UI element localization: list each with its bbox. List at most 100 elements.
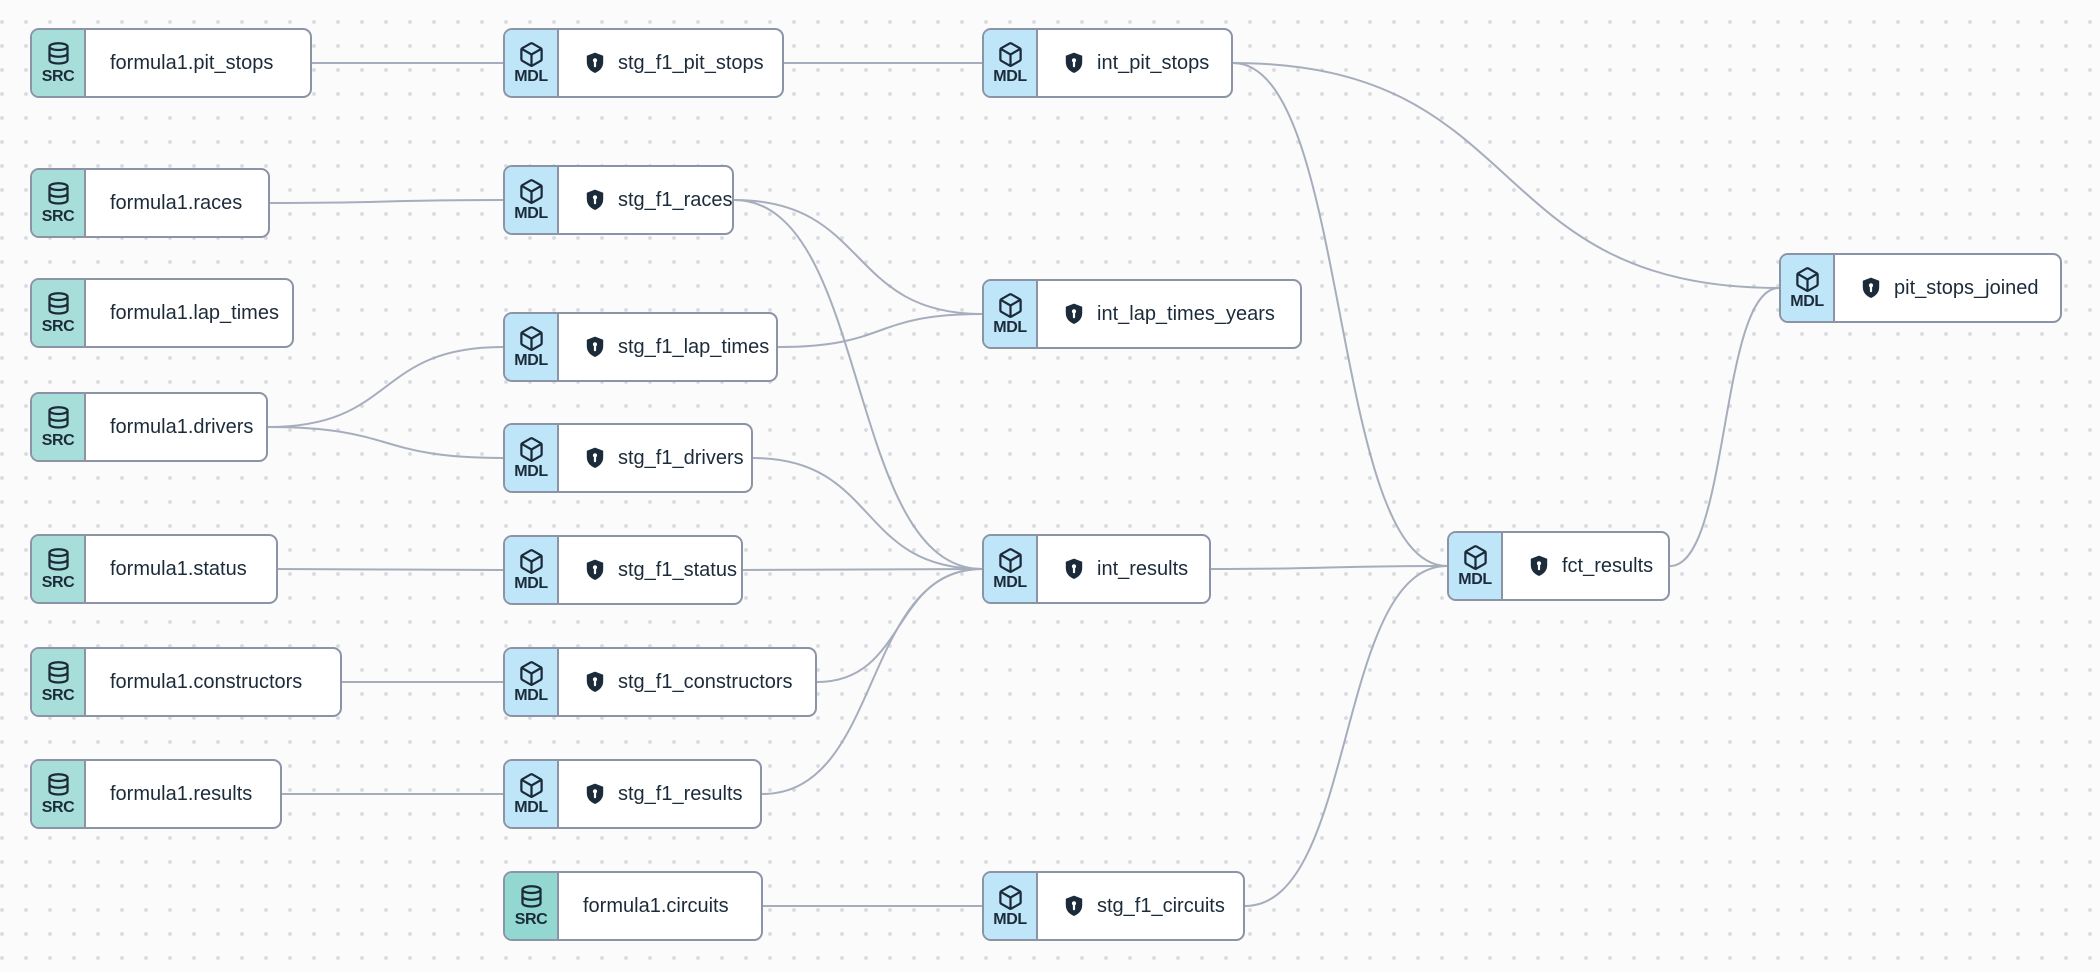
edge-src_drivers-stg_lap_times bbox=[267, 346, 504, 428]
source-type-panel: SRC bbox=[32, 170, 86, 236]
node-label: stg_f1_races bbox=[618, 188, 733, 211]
node-label: stg_f1_drivers bbox=[618, 446, 744, 469]
node-label: formula1.pit_stops bbox=[110, 51, 274, 74]
node-label: formula1.drivers bbox=[110, 415, 254, 438]
node-body: stg_f1_drivers bbox=[559, 425, 751, 491]
node-body: formula1.results bbox=[86, 761, 280, 827]
model-type-panel: MDL bbox=[505, 425, 559, 491]
node-label: fct_results bbox=[1562, 554, 1654, 577]
edge-stg_races-int_lap_times_years bbox=[733, 199, 983, 315]
node-type-badge: SRC bbox=[514, 911, 548, 928]
node-type-badge: MDL bbox=[514, 799, 548, 816]
edge-src_races-stg_races bbox=[269, 199, 504, 204]
node-type-badge: MDL bbox=[514, 575, 548, 592]
node-label: formula1.constructors bbox=[110, 670, 303, 693]
node-type-badge: MDL bbox=[514, 687, 548, 704]
edge-int_pit_stops-fct_results bbox=[1232, 62, 1448, 567]
cube-icon bbox=[997, 547, 1024, 574]
node-int_lap_times_years[interactable]: MDL int_lap_times_years bbox=[982, 279, 1302, 349]
node-body: int_pit_stops bbox=[1038, 30, 1231, 96]
node-src_races[interactable]: SRC formula1.races bbox=[30, 168, 270, 238]
node-src_results[interactable]: SRC formula1.results bbox=[30, 759, 282, 829]
node-int_results[interactable]: MDL int_results bbox=[982, 534, 1211, 604]
node-body: fct_results bbox=[1503, 533, 1668, 599]
database-icon bbox=[45, 660, 72, 687]
database-icon bbox=[45, 181, 72, 208]
node-stg_status[interactable]: MDL stg_f1_status bbox=[503, 535, 743, 605]
edge-int_results-fct_results bbox=[1210, 565, 1448, 570]
node-body: stg_f1_pit_stops bbox=[559, 30, 782, 96]
edge-stg_lap_times-int_lap_times_years bbox=[777, 313, 983, 348]
node-label: int_lap_times_years bbox=[1097, 302, 1275, 325]
node-fct_results[interactable]: MDL fct_results bbox=[1447, 531, 1670, 601]
shield-icon bbox=[583, 446, 607, 470]
node-type-badge: SRC bbox=[41, 432, 75, 449]
shield-icon bbox=[583, 782, 607, 806]
shield-icon bbox=[1062, 557, 1086, 581]
node-body: formula1.lap_times bbox=[86, 280, 292, 346]
node-label: formula1.circuits bbox=[583, 894, 729, 917]
model-type-panel: MDL bbox=[505, 314, 559, 380]
node-body: formula1.drivers bbox=[86, 394, 266, 460]
shield-icon bbox=[1062, 894, 1086, 918]
node-type-badge: SRC bbox=[41, 574, 75, 591]
model-type-panel: MDL bbox=[505, 537, 559, 603]
model-type-panel: MDL bbox=[505, 761, 559, 827]
node-label: int_results bbox=[1097, 557, 1189, 580]
source-type-panel: SRC bbox=[32, 536, 86, 602]
node-label: stg_f1_status bbox=[618, 558, 737, 581]
node-body: stg_f1_status bbox=[559, 537, 741, 603]
node-label: formula1.races bbox=[110, 191, 243, 214]
node-src_status[interactable]: SRC formula1.status bbox=[30, 534, 278, 604]
node-src_circuits[interactable]: SRC formula1.circuits bbox=[503, 871, 763, 941]
node-body: formula1.races bbox=[86, 170, 268, 236]
node-stg_drivers[interactable]: MDL stg_f1_drivers bbox=[503, 423, 753, 493]
database-icon bbox=[45, 547, 72, 574]
model-type-panel: MDL bbox=[984, 536, 1038, 602]
shield-icon bbox=[1062, 51, 1086, 75]
node-src_constructors[interactable]: SRC formula1.constructors bbox=[30, 647, 342, 717]
edge-stg_drivers-int_results bbox=[752, 457, 983, 570]
node-stg_lap_times[interactable]: MDL stg_f1_lap_times bbox=[503, 312, 778, 382]
edge-stg_status-int_results bbox=[742, 568, 983, 571]
node-type-badge: MDL bbox=[993, 319, 1027, 336]
node-body: formula1.status bbox=[86, 536, 276, 602]
cube-icon bbox=[1794, 266, 1821, 293]
cube-icon bbox=[997, 292, 1024, 319]
edge-stg_circuits-fct_results bbox=[1244, 565, 1448, 907]
node-body: stg_f1_races bbox=[559, 167, 733, 233]
model-type-panel: MDL bbox=[984, 281, 1038, 347]
cube-icon bbox=[518, 436, 545, 463]
source-type-panel: SRC bbox=[32, 394, 86, 460]
cube-icon bbox=[518, 660, 545, 687]
node-type-badge: MDL bbox=[993, 574, 1027, 591]
cube-icon bbox=[997, 41, 1024, 68]
cube-icon bbox=[518, 325, 545, 352]
model-type-panel: MDL bbox=[505, 649, 559, 715]
node-type-badge: SRC bbox=[41, 208, 75, 225]
shield-icon bbox=[583, 670, 607, 694]
node-type-badge: SRC bbox=[41, 687, 75, 704]
cube-icon bbox=[518, 772, 545, 799]
model-type-panel: MDL bbox=[1449, 533, 1503, 599]
model-type-panel: MDL bbox=[505, 30, 559, 96]
node-label: stg_f1_lap_times bbox=[618, 335, 770, 358]
node-type-badge: SRC bbox=[41, 799, 75, 816]
node-label: formula1.lap_times bbox=[110, 301, 279, 324]
source-type-panel: SRC bbox=[32, 649, 86, 715]
node-body: stg_f1_lap_times bbox=[559, 314, 776, 380]
node-body: formula1.pit_stops bbox=[86, 30, 310, 96]
node-src_drivers[interactable]: SRC formula1.drivers bbox=[30, 392, 268, 462]
database-icon bbox=[45, 772, 72, 799]
